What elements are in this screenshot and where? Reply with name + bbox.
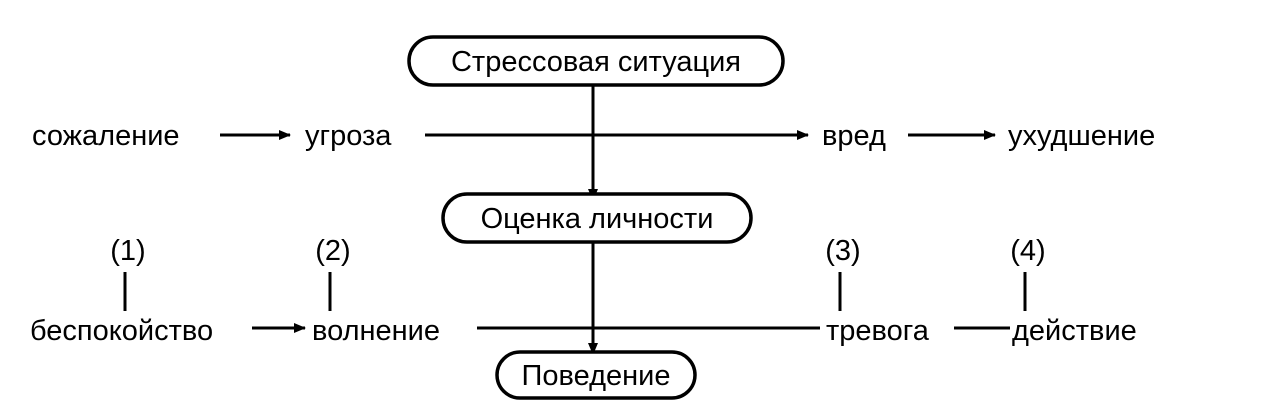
stage-marker-4: (4) xyxy=(1010,235,1045,267)
stress-situation-label: Стрессовая ситуация xyxy=(451,46,741,78)
stage-marker-2: (2) xyxy=(315,235,350,267)
stress-situation-box xyxy=(407,35,785,87)
stage-marker-3: (3) xyxy=(825,235,860,267)
personality-appraisal-box xyxy=(441,192,753,244)
behavior-box xyxy=(495,350,697,400)
top-row-worsening: ухудшение xyxy=(1008,120,1155,152)
top-row-regret: сожаление xyxy=(32,120,180,152)
stage-marker-1: (1) xyxy=(110,235,145,267)
bottom-row-excitement: волнение xyxy=(312,315,440,347)
personality-appraisal-label: Оценка личности xyxy=(481,203,714,235)
top-row-threat: угроза xyxy=(305,120,392,152)
bottom-row-action: действие xyxy=(1012,315,1137,347)
top-row-harm: вред xyxy=(822,120,886,152)
bottom-row-worry: беспокойство xyxy=(30,315,213,347)
bottom-row-anxiety: тревога xyxy=(826,315,930,347)
behavior-label: Поведение xyxy=(522,360,671,392)
